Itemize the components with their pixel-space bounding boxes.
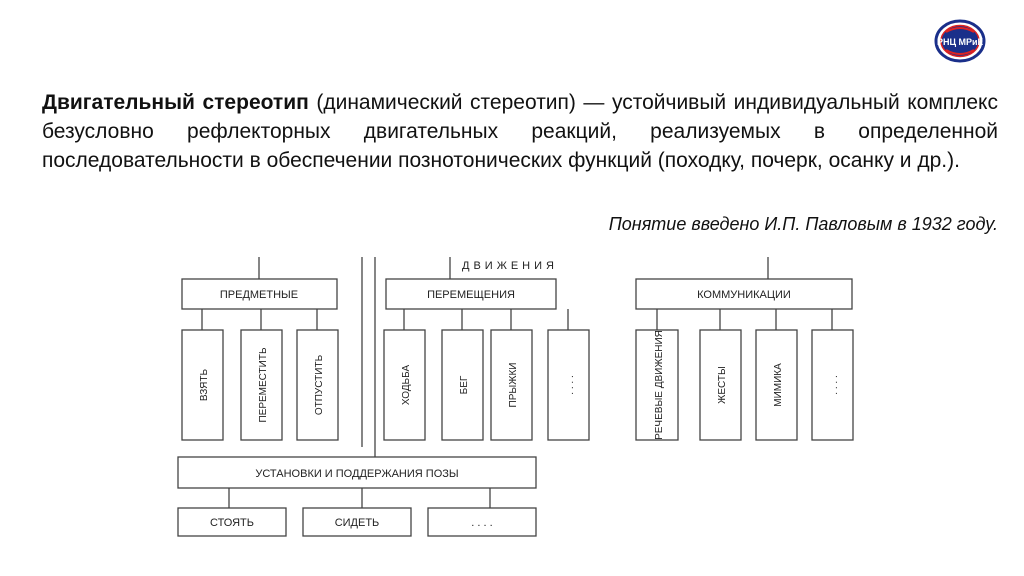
item-label-take: ВЗЯТЬ <box>199 368 210 401</box>
item-box <box>296 329 339 441</box>
item-label-jumping: ПРЫЖКИ <box>508 363 519 408</box>
item-box <box>490 329 533 441</box>
item-label-facial-expressions: МИМИКА <box>773 363 784 407</box>
item-box <box>240 329 283 441</box>
posture-item-box <box>427 507 537 537</box>
posture-item-stand: СТОЯТЬ <box>210 517 254 529</box>
item-box <box>547 329 590 441</box>
definition-body: (динамический стереотип) — устойчивый ин… <box>42 91 998 172</box>
item-box <box>635 329 679 441</box>
group-box-locomotion <box>385 278 557 310</box>
item-box <box>181 329 224 441</box>
item-label-more: . . . . <box>565 375 576 394</box>
item-label-speech-movements: РЕЧЕВЫЕ ДВИЖЕНИЯ <box>654 330 665 440</box>
item-box <box>699 329 742 441</box>
item-label-release: ОТПУСТИТЬ <box>314 354 325 415</box>
organization-emblem-icon: РНЦ МРиК <box>934 19 986 63</box>
item-label-walking: ХОДЬБА <box>401 365 412 406</box>
group-label-locomotion: ПЕРЕМЕЩЕНИЯ <box>427 289 515 301</box>
group-label-communication: КОММУНИКАЦИИ <box>697 289 791 301</box>
posture-item-box <box>177 507 287 537</box>
item-box <box>383 329 426 441</box>
logo-text: РНЦ МРиК <box>937 37 984 47</box>
posture-group-label: УСТАНОВКИ И ПОДДЕРЖАНИЯ ПОЗЫ <box>255 468 458 480</box>
posture-item-box <box>302 507 412 537</box>
item-label-running: БЕГ <box>459 375 470 394</box>
item-box <box>441 329 484 441</box>
diagram-title: ДВИЖЕНИЯ <box>462 260 558 272</box>
item-label-move: ПЕРЕМЕСТИТЬ <box>258 347 269 422</box>
attribution-note: Понятие введено И.П. Павловым в 1932 год… <box>608 214 998 234</box>
movements-diagram: ДВИЖЕНИЯ ПРЕДМЕТНЫЕ ПЕРЕМЕЩЕНИЯ КОММУНИК… <box>170 252 870 547</box>
group-label-objects: ПРЕДМЕТНЫЕ <box>220 289 298 301</box>
definition-paragraph: Двигательный стереотип (динамический сте… <box>42 88 998 175</box>
item-label-gestures: ЖЕСТЫ <box>717 366 728 404</box>
posture-item-sit: СИДЕТЬ <box>335 517 380 529</box>
definition-term: Двигательный стереотип <box>42 91 309 114</box>
item-box <box>755 329 798 441</box>
item-box <box>811 329 854 441</box>
organization-logo: РНЦ МРиК <box>934 18 986 64</box>
item-label-more: . . . . <box>829 375 840 394</box>
group-box-objects <box>181 278 338 310</box>
group-box-communication <box>635 278 853 310</box>
posture-item-more: . . . . <box>471 517 492 529</box>
posture-group-box <box>177 456 537 489</box>
